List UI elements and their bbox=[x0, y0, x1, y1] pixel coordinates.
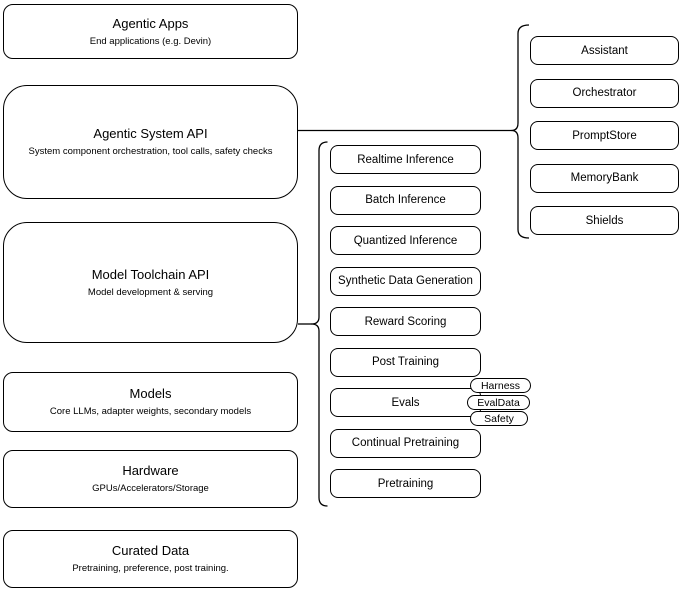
node-subtitle: System component orchestration, tool cal… bbox=[28, 146, 273, 157]
toolchain-item-batch-inference: Batch Inference bbox=[330, 185, 481, 215]
toolchain-item-post-training: Post Training bbox=[330, 347, 481, 377]
component-item-orchestrator: Orchestrator bbox=[530, 78, 679, 108]
node-subtitle: GPUs/Accelerators/Storage bbox=[92, 483, 209, 494]
node-title: Agentic Apps bbox=[112, 15, 189, 31]
toolchain-item-reward-scoring: Reward Scoring bbox=[330, 307, 481, 336]
node-title: Curated Data bbox=[111, 543, 190, 558]
toolchain-item-synthetic-data-generation: Synthetic Data Generation bbox=[330, 266, 481, 296]
node-subtitle: End applications (e.g. Devin) bbox=[89, 35, 212, 47]
node-hardware: Hardware GPUs/Accelerators/Storage bbox=[3, 450, 298, 508]
components-column: Assistant Orchestrator PromptStore Memor… bbox=[530, 36, 679, 235]
node-agentic-system-api: Agentic System API System component orch… bbox=[3, 85, 298, 199]
eval-tag-harness: Harness bbox=[470, 378, 531, 393]
toolchain-item-pretraining: Pretraining bbox=[330, 469, 481, 498]
node-title: Hardware bbox=[122, 463, 179, 478]
component-item-shields: Shields bbox=[530, 206, 679, 235]
eval-tag-evaldata: EvalData bbox=[467, 395, 530, 410]
node-models: Models Core LLMs, adapter weights, secon… bbox=[3, 372, 298, 432]
component-item-memorybank: MemoryBank bbox=[530, 163, 679, 193]
toolchain-item-continual-pretraining: Continual Pretraining bbox=[330, 428, 481, 458]
node-subtitle: Core LLMs, adapter weights, secondary mo… bbox=[49, 406, 252, 417]
node-curated-data: Curated Data Pretraining, preference, po… bbox=[3, 530, 298, 588]
node-model-toolchain-api: Model Toolchain API Model development & … bbox=[3, 222, 298, 343]
components-brace bbox=[511, 24, 530, 239]
node-title: Agentic System API bbox=[93, 126, 208, 141]
node-subtitle: Model development & serving bbox=[87, 286, 214, 298]
toolchain-item-realtime-inference: Realtime Inference bbox=[330, 145, 481, 174]
component-item-promptstore: PromptStore bbox=[530, 121, 679, 150]
component-item-assistant: Assistant bbox=[530, 36, 679, 65]
toolchain-column: Realtime Inference Batch Inference Quant… bbox=[330, 145, 481, 498]
node-agentic-apps: Agentic Apps End applications (e.g. Devi… bbox=[3, 4, 298, 59]
toolchain-item-evals: Evals bbox=[330, 388, 481, 417]
node-subtitle: Pretraining, preference, post training. bbox=[72, 563, 229, 574]
node-title: Models bbox=[129, 386, 172, 401]
toolchain-brace bbox=[311, 141, 328, 507]
node-title: Model Toolchain API bbox=[91, 266, 210, 282]
toolchain-item-quantized-inference: Quantized Inference bbox=[330, 226, 481, 255]
eval-tag-safety: Safety bbox=[470, 411, 528, 426]
